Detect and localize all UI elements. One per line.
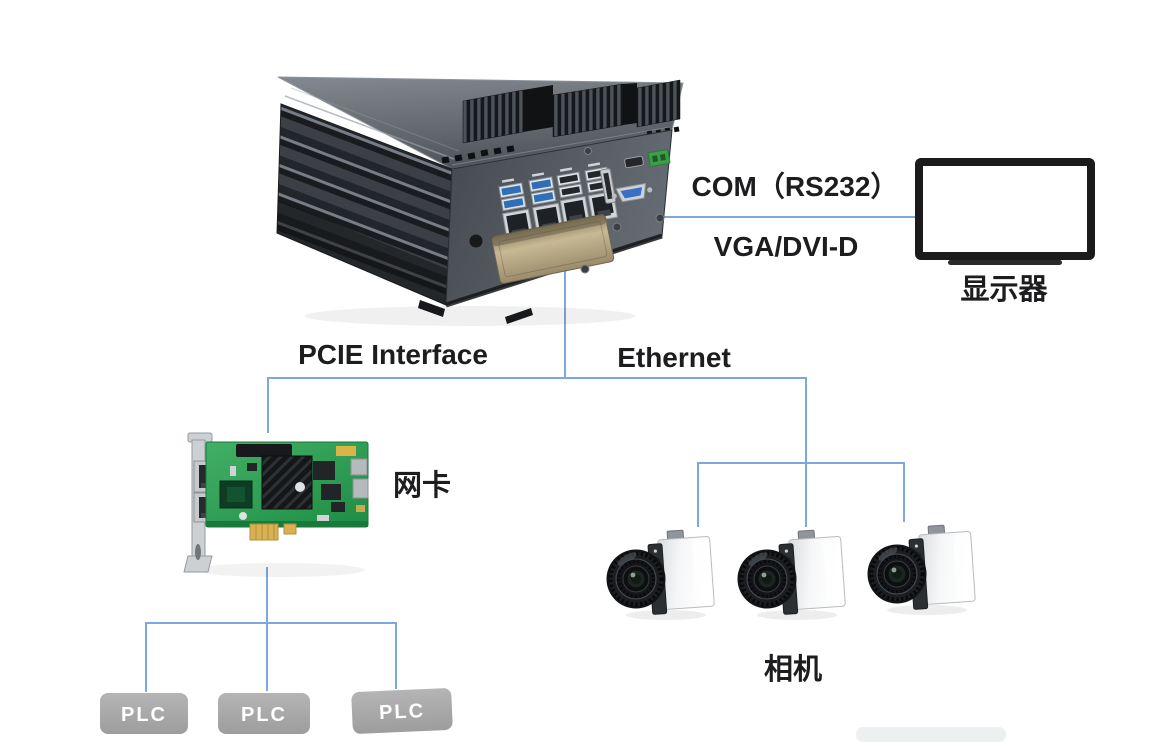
plc-1-label: PLC	[121, 704, 167, 726]
label-com-rs232: COM（RS232）	[692, 170, 899, 202]
label-ethernet: Ethernet	[617, 342, 731, 373]
plc-box-2: PLC	[218, 693, 310, 734]
plc-box-1: PLC	[100, 693, 188, 734]
nic-small-parts	[230, 446, 369, 521]
photo-shadow-remnant	[856, 727, 1006, 742]
monitor	[915, 158, 1095, 265]
nic-heatsink	[261, 455, 313, 510]
camera-2	[735, 526, 848, 622]
pc-power-terminal	[647, 149, 671, 167]
industrial-pc	[276, 76, 684, 326]
pc-port-column-3	[556, 167, 591, 227]
pc-heatsink-fins	[462, 79, 681, 144]
pc-left-face-shading	[277, 200, 450, 305]
plc-2-label: PLC	[241, 704, 287, 726]
monitor-screen	[923, 166, 1087, 252]
plc-box-3: PLC	[351, 688, 453, 734]
nic-connector-strip	[236, 444, 292, 457]
monitor-stand	[948, 260, 1062, 265]
camera-1	[604, 526, 717, 622]
label-vga-dvi: VGA/DVI-D	[714, 231, 859, 262]
label-nic: 网卡	[393, 469, 451, 502]
connection-lines	[145, 216, 916, 692]
pc-displayport	[599, 168, 617, 204]
pc-screws	[469, 147, 665, 274]
label-camera: 相机	[764, 653, 822, 686]
plc-3-label: PLC	[379, 700, 426, 724]
pc-front-panel	[469, 147, 671, 284]
pc-hdmi-port	[624, 155, 644, 169]
nic-chips	[247, 461, 345, 512]
camera-3	[865, 521, 978, 617]
nic-pcie-fingers	[249, 523, 297, 541]
pc-vga-port	[611, 182, 653, 203]
network-card	[183, 432, 369, 577]
label-pcie: PCIE Interface	[298, 339, 488, 370]
nic-chip-main	[219, 480, 253, 509]
label-monitor: 显示器	[960, 274, 1048, 306]
